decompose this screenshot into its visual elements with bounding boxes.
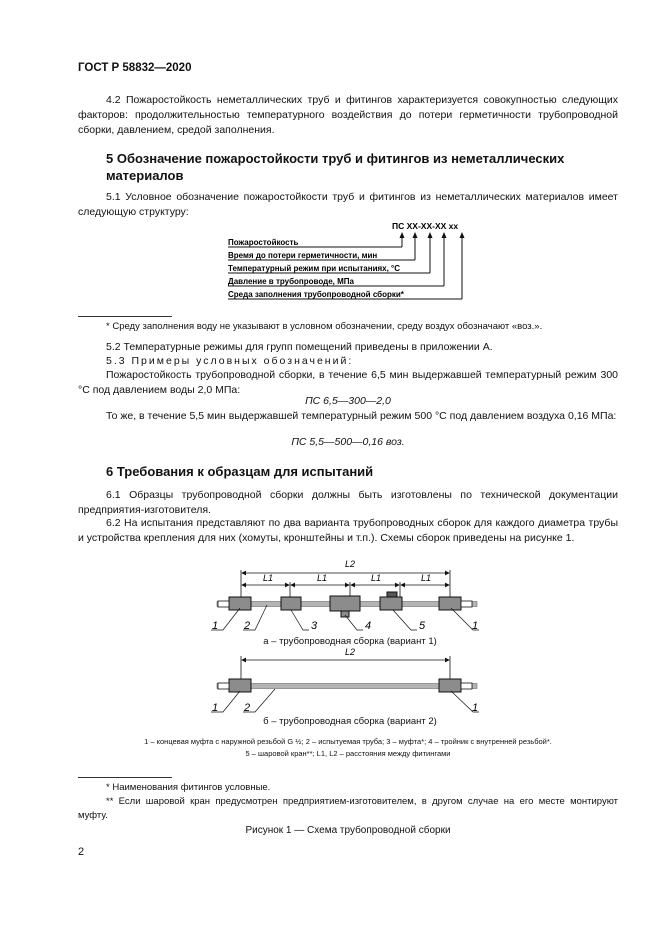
paragraph-5-3: 5.3 Примеры условных обозначений: (106, 355, 354, 367)
paragraph-6-2: 6.2 На испытания представляют по два вар… (78, 517, 618, 544)
dimension-l2-label: L2 (345, 647, 355, 657)
end-coupling (438, 678, 462, 693)
callout-1: 1 (212, 702, 218, 714)
callout-1: 1 (472, 620, 478, 632)
scheme-row-label: Давление в трубопроводе, МПа (228, 277, 355, 286)
example-1-formula: ПС 6,5—300—2,0 (305, 395, 391, 407)
callout-4: 4 (365, 620, 371, 632)
scheme-row-label: Температурный режим при испытаниях, °С (228, 264, 400, 273)
variant-a-assembly: L2 L1 L1 L1 L1 1 2 3 4 5 1 (211, 559, 479, 632)
footnote-section-5: * Среду заполнения воду не указывают в у… (106, 321, 543, 332)
figure-footnote-2: ** Если шаровой кран предусмотрен предпр… (78, 796, 618, 821)
caption-variant-b: б – трубопроводная сборка (вариант 2) (263, 716, 437, 727)
callout-2: 2 (243, 620, 250, 632)
dimension-l1-label: L1 (421, 573, 431, 583)
example-2-text: То же, в течение 5,5 мин выдержавшей тем… (106, 410, 617, 422)
end-coupling (228, 678, 252, 693)
ball-valve (379, 596, 403, 611)
paragraph-5-2: 5.2 Температурные режимы для групп помещ… (106, 341, 493, 353)
ball-valve-handle (386, 591, 398, 598)
example-1-text: Пожаростойкость трубопроводной сборки, в… (78, 369, 618, 396)
footnote-separator (78, 316, 172, 317)
dimension-l1-label: L1 (317, 573, 327, 583)
callout-1: 1 (212, 620, 218, 632)
document-header: ГОСТ Р 58832—2020 (78, 62, 192, 74)
example-2-formula: ПС 5,5—500—0,16 воз. (291, 436, 405, 448)
caption-variant-a: а – трубопроводная сборка (вариант 1) (263, 636, 437, 647)
paragraph-5-1: 5.1 Условное обозначение пожаростойкости… (78, 191, 618, 218)
paragraph-6-1: 6.1 Образцы трубопроводной сборки должны… (78, 489, 618, 516)
callout-3: 3 (311, 620, 318, 632)
dimension-l2-label: L2 (345, 559, 355, 569)
figure-legend-line-2: 5 – шаровой кран**; L1, L2 – расстояния … (245, 749, 451, 758)
designation-code: ПС ХХ-ХХ-ХХ хх (392, 221, 458, 231)
dimension-l1-label: L1 (371, 573, 381, 583)
tee-branch (340, 610, 350, 618)
designation-scheme: ПС ХХ-ХХ-ХХ хх Пожаростойкость Время до … (228, 221, 465, 300)
figure-title: Рисунок 1 — Схема трубопроводной сборки (245, 825, 451, 836)
scheme-row-label: Пожаростойкость (228, 238, 299, 247)
page-number: 2 (78, 846, 85, 858)
variant-b-assembly: L2 1 2 1 (211, 647, 479, 714)
scheme-row-label: Время до потери герметичности, мин (228, 251, 377, 260)
callout-1: 1 (472, 702, 478, 714)
pipe-assembly-figure: L2 L1 L1 L1 L1 1 2 3 4 5 1 (211, 559, 479, 714)
footnote-separator (78, 777, 172, 778)
end-coupling (438, 596, 462, 611)
callout-2: 2 (243, 702, 250, 714)
tee (329, 595, 361, 612)
section-6-heading: 6 Требования к образцам для испытаний (106, 464, 374, 479)
section-5-heading: 5 Обозначение пожаростойкости труб и фит… (106, 151, 565, 183)
test-pipe (216, 683, 478, 689)
callout-5: 5 (419, 620, 426, 632)
figure-legend-line-1: 1 – концевая муфта с наружной резьбой G … (144, 737, 552, 746)
dimension-l1-label: L1 (263, 573, 273, 583)
figure-footnote-1: * Наименования фитингов условные. (106, 782, 271, 793)
paragraph-4-2: 4.2 Пожаростойкость неметаллических труб… (78, 94, 618, 136)
coupling (280, 596, 302, 611)
scheme-row-label: Среда заполнения трубопроводной сборки* (228, 290, 405, 299)
